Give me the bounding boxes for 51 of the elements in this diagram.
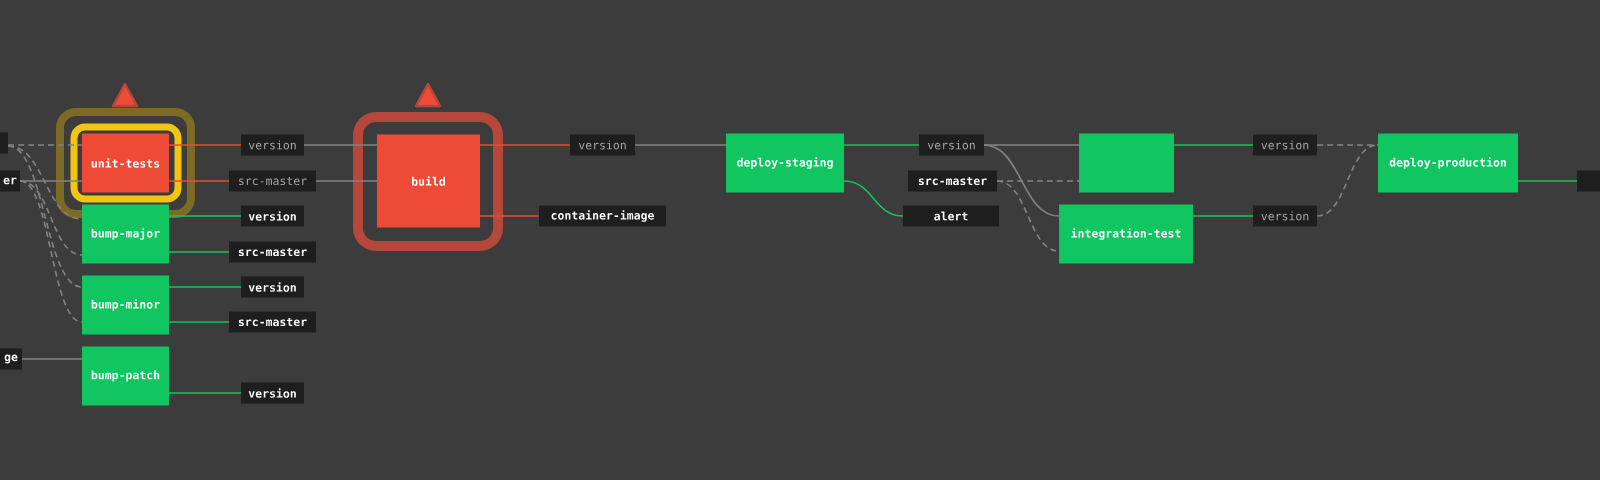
connector <box>983 144 1060 217</box>
resource-label: src-master <box>908 170 997 192</box>
resource-label: src-master <box>229 241 316 263</box>
connector <box>843 144 920 146</box>
connector <box>19 180 83 256</box>
resource-label: ge <box>0 348 22 370</box>
connector <box>7 145 83 288</box>
connector <box>168 180 230 182</box>
connector <box>315 180 378 182</box>
connector <box>1173 144 1254 146</box>
connector <box>168 321 230 323</box>
job-box: deploy-staging <box>726 133 844 193</box>
connector <box>168 286 242 288</box>
resource-label: er <box>0 170 20 192</box>
connector <box>168 215 242 217</box>
job-box: integration-test <box>1059 204 1193 264</box>
connector <box>168 144 242 146</box>
job-box: bump-patch <box>82 346 169 406</box>
resource-label <box>0 132 8 154</box>
resource-label: version <box>570 134 635 156</box>
connector <box>21 358 83 360</box>
resource-label: version <box>1253 134 1317 156</box>
connector <box>19 180 83 323</box>
resource-label: version <box>241 382 304 404</box>
connector <box>634 144 727 146</box>
resource-label: container-image <box>539 205 666 227</box>
resource-label: src-master <box>229 170 316 192</box>
job-box: bump-minor <box>82 275 169 335</box>
connector <box>1316 144 1379 146</box>
connector <box>168 392 242 394</box>
resource-label: version <box>241 276 304 298</box>
job-box: bump-major <box>82 204 169 264</box>
connector <box>1192 215 1254 217</box>
job-box: unit-tests <box>82 133 169 193</box>
connector <box>303 144 378 146</box>
connector <box>479 215 540 217</box>
connector <box>479 144 571 146</box>
resource-label: version <box>1253 205 1317 227</box>
connector <box>1517 180 1578 182</box>
connector <box>843 180 904 217</box>
job-box: deploy-production <box>1378 133 1518 193</box>
job-box: build <box>377 134 480 228</box>
connector <box>7 144 83 146</box>
job-box <box>1079 133 1174 193</box>
resource-label: version <box>919 134 984 156</box>
resource-label: version <box>241 134 304 156</box>
resource-label: version <box>241 205 304 227</box>
resource-label: alert <box>903 205 999 227</box>
resource-label <box>1577 170 1600 192</box>
connector <box>168 251 230 253</box>
resource-label: src-master <box>229 311 316 333</box>
